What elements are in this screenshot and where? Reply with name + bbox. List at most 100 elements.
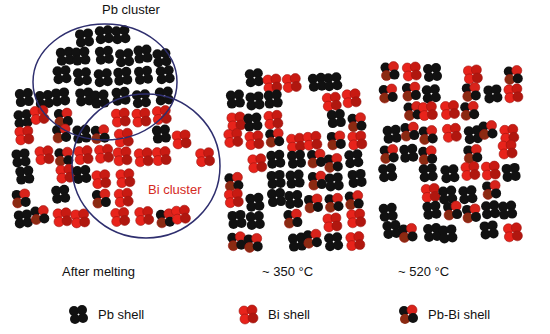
atom <box>489 228 499 238</box>
mix-shell-cluster <box>303 229 322 248</box>
pb-shell-cluster <box>51 87 70 106</box>
atom <box>165 73 175 83</box>
mix-shell-cluster <box>479 121 498 140</box>
mix-shell-cluster <box>419 126 438 145</box>
pb-shell-cluster <box>498 201 517 220</box>
bi-shell-cluster <box>224 129 243 148</box>
bi-shell-cluster <box>224 189 243 208</box>
atom <box>355 240 365 250</box>
pb-shell-cluster <box>53 65 72 84</box>
atom <box>431 209 441 219</box>
atom <box>120 116 130 126</box>
atom <box>141 116 151 126</box>
atom <box>431 92 441 102</box>
atom <box>334 201 344 211</box>
bi-shell-cluster <box>15 126 34 145</box>
pb-bi-shell-icon <box>399 305 418 324</box>
atom <box>450 109 460 119</box>
cluster-label: Bi cluster <box>148 182 201 198</box>
atom <box>392 133 402 143</box>
pb-shell-cluster <box>113 67 132 86</box>
atom <box>24 96 34 106</box>
atom <box>513 74 523 84</box>
stage-label: ~ 350 °C <box>262 264 313 280</box>
bi-shell-cluster <box>323 213 342 232</box>
atom <box>235 98 245 108</box>
pb-shell-cluster <box>94 68 113 87</box>
atom <box>507 209 517 219</box>
atom <box>161 133 171 143</box>
mix-shell-cluster <box>227 232 246 251</box>
pb-shell-cluster <box>75 28 94 47</box>
pb-shell-cluster <box>243 113 262 132</box>
atom <box>62 73 72 83</box>
bi-shell-cluster <box>264 110 283 129</box>
pb-shell-cluster <box>246 211 265 230</box>
atom <box>332 221 342 231</box>
mix-shell-cluster <box>283 209 302 228</box>
atom <box>233 197 243 207</box>
atom <box>291 82 301 92</box>
atom <box>181 138 191 148</box>
pb-shell-cluster <box>134 66 153 85</box>
bi-shell-cluster <box>132 108 151 127</box>
pb-shell-cluster <box>14 109 33 128</box>
pb-shell-cluster <box>246 91 265 110</box>
atom <box>492 92 502 102</box>
legend-text: Pb shell <box>98 307 144 323</box>
bi-shell-cluster <box>92 170 111 189</box>
atom <box>333 240 343 250</box>
mix-shell-cluster <box>324 153 343 172</box>
pb-shell-cluster <box>91 90 110 109</box>
bi-shell-cluster <box>498 140 517 159</box>
pb-shell-cluster <box>324 232 343 251</box>
pb-shell-cluster <box>115 48 134 67</box>
atom <box>449 172 459 182</box>
mix-shell-cluster <box>348 113 367 132</box>
atom <box>447 232 457 242</box>
atom <box>78 313 88 323</box>
atom <box>351 97 361 107</box>
atom <box>101 197 111 207</box>
pb-shell-cluster <box>245 193 264 212</box>
bi-shell-cluster <box>441 101 460 120</box>
pb-shell-cluster <box>226 90 245 109</box>
mix-shell-cluster <box>380 144 399 163</box>
pb-shell-cluster <box>480 220 499 239</box>
bi-shell-cluster <box>196 148 215 167</box>
mix-shell-cluster <box>402 82 421 101</box>
pb-shell-cluster <box>422 84 441 103</box>
bi-shell-cluster <box>481 161 500 180</box>
atom <box>312 139 322 149</box>
pb-shell-cluster <box>56 47 75 66</box>
bi-shell-cluster <box>303 131 322 150</box>
pb-shell-cluster <box>284 190 303 209</box>
cluster-label: Pb cluster <box>102 2 160 18</box>
atom <box>490 208 500 218</box>
atom <box>389 152 399 162</box>
atom <box>39 214 49 224</box>
mix-shell-cluster <box>91 125 110 144</box>
cluster-outline: Pb cluster <box>30 2 180 142</box>
atom <box>451 131 461 141</box>
atom <box>122 75 132 85</box>
bi-shell-cluster <box>53 208 72 227</box>
atom <box>161 155 171 165</box>
cluster-ellipse <box>72 94 220 238</box>
mix-shell-cluster <box>460 101 479 120</box>
pb-shell-cluster <box>95 46 114 65</box>
cluster-ellipse-svg <box>30 2 180 142</box>
pb-shell-cluster <box>286 170 305 189</box>
mix-shell-cluster <box>399 223 418 242</box>
atom <box>21 156 31 166</box>
bi-shell-cluster <box>152 106 171 125</box>
atom <box>120 33 130 43</box>
mix-shell-cluster <box>418 146 437 165</box>
pb-shell-cluster <box>72 125 91 144</box>
atom <box>143 156 153 166</box>
atom <box>161 114 171 124</box>
bi-shell-cluster <box>111 108 130 127</box>
bi-shell-cluster <box>402 62 421 81</box>
atom <box>104 152 114 162</box>
